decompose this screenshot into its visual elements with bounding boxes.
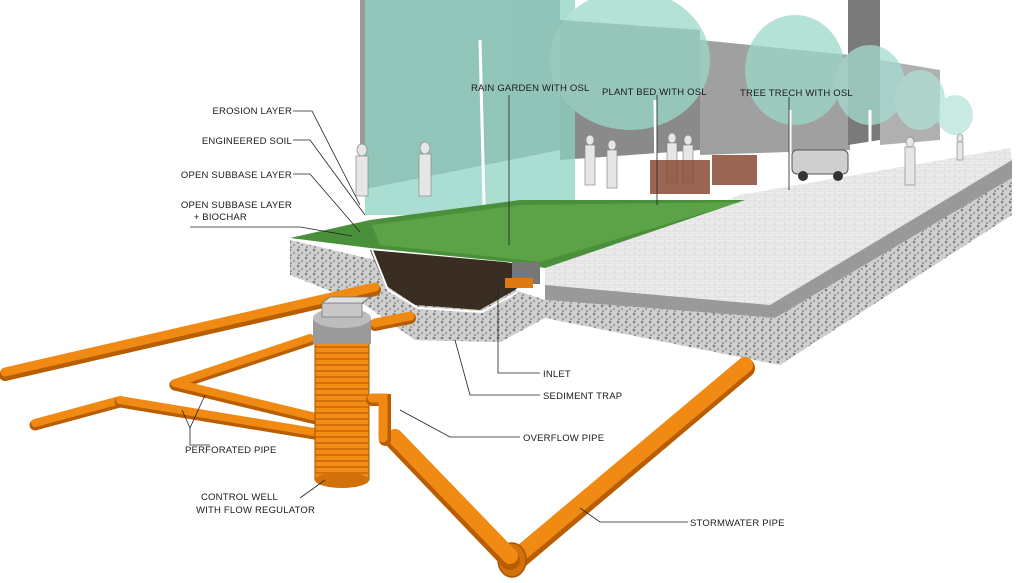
label-control-well-2: WITH FLOW REGULATOR xyxy=(196,505,315,516)
car xyxy=(791,149,849,181)
perforated-pipes xyxy=(0,282,416,441)
label-open-subbase-layer: OPEN SUBBASE LAYER xyxy=(181,170,292,181)
label-tree-trench: TREE TRECH WITH OSL xyxy=(740,88,853,99)
label-plant-bed: PLANT BED WITH OSL xyxy=(602,87,707,98)
control-well xyxy=(313,296,372,488)
labels: EROSION LAYER ENGINEERED SOIL OPEN SUBBA… xyxy=(181,83,853,529)
planter-box xyxy=(712,155,757,185)
label-stormwater-pipe: STORMWATER PIPE xyxy=(690,518,785,529)
label-overflow-pipe: OVERFLOW PIPE xyxy=(523,433,604,444)
stormwater-pipe xyxy=(385,357,755,578)
label-engineered-soil: ENGINEERED SOIL xyxy=(202,136,292,147)
pavement-surface xyxy=(545,148,1012,305)
planter-box xyxy=(650,160,710,194)
engineered-soil-section xyxy=(370,250,540,310)
label-control-well: CONTROL WELL xyxy=(201,492,278,503)
overflow-pipe xyxy=(366,393,391,446)
label-rain-garden: RAIN GARDEN WITH OSL xyxy=(471,83,590,94)
label-open-subbase-biochar-2: + BIOCHAR xyxy=(194,212,247,223)
label-perforated-pipe: PERFORATED PIPE xyxy=(185,445,277,456)
leader-lines xyxy=(181,95,790,523)
label-erosion-layer: EROSION LAYER xyxy=(213,106,293,117)
tree-canopies xyxy=(365,0,973,215)
label-sediment-trap: SEDIMENT TRAP xyxy=(543,391,622,402)
label-open-subbase-biochar: OPEN SUBBASE LAYER xyxy=(181,200,292,211)
label-inlet: INLET xyxy=(543,369,571,380)
